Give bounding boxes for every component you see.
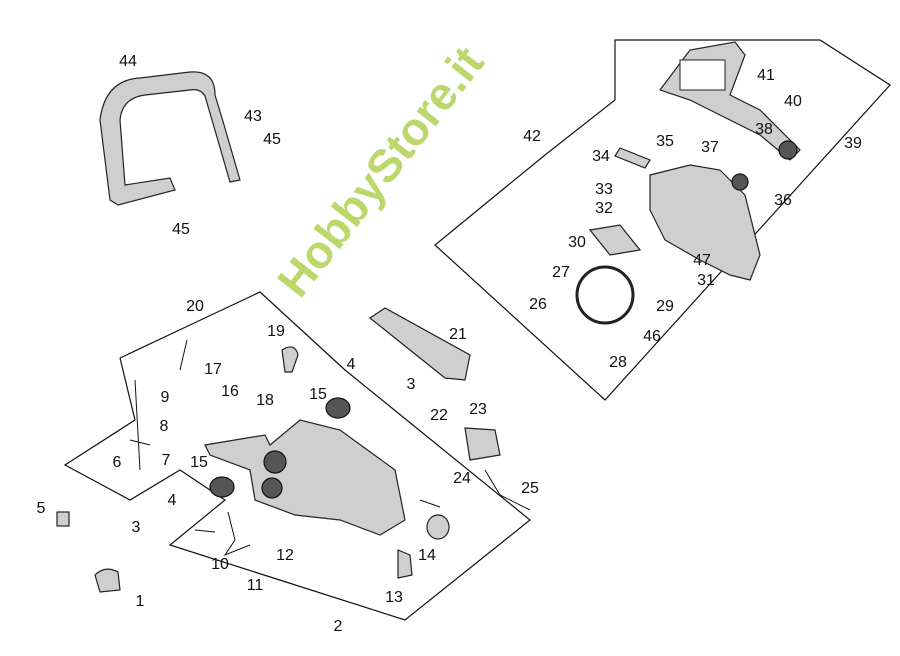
callout-27: 27 [552,264,570,281]
part-19 [281,346,299,373]
part-1 [94,568,121,593]
part-14 [426,514,450,540]
callout-38: 38 [755,121,773,138]
callout-35: 35 [656,133,674,150]
callout-13: 13 [385,589,403,606]
watermark: HobbyStore.it [267,37,494,307]
callout-19: 19 [267,323,285,340]
callout-7: 7 [162,452,171,469]
callout-14: 14 [418,547,436,564]
crankcase-hole-2 [261,477,283,499]
callout-11: 11 [247,577,264,594]
callout-23: 23 [469,401,487,418]
callout-36: 36 [774,192,792,209]
part-15-left [209,476,235,498]
callout-45: 45 [172,221,190,238]
callout-4: 4 [347,356,356,373]
callout-24: 24 [453,470,471,487]
callout-22: 22 [430,407,448,424]
handle-window [679,59,726,91]
bar-plate-part [368,307,471,381]
callout-15: 15 [309,386,327,403]
callout-17: 17 [204,361,222,378]
callout-6: 6 [113,454,122,471]
clutch-cover-part [649,164,761,281]
part-15-right [325,397,351,419]
callout-42: 42 [523,128,541,145]
callout-3: 3 [407,376,416,393]
callout-10: 10 [211,556,229,573]
callout-29: 29 [656,298,674,315]
spring-35 [614,147,651,169]
callout-31: 31 [697,272,715,289]
callout-44: 44 [119,53,137,70]
callout-26: 26 [529,296,547,313]
group-outline-20 [63,291,531,621]
callout-2: 2 [334,618,343,635]
crankcase-hole-1 [263,450,287,474]
callout-16: 16 [221,383,239,400]
callout-40: 40 [784,93,802,110]
group-outline-42 [434,39,891,401]
callout-4: 4 [168,492,177,509]
part-13 [397,549,413,579]
callout-41: 41 [757,67,775,84]
callout-45: 45 [263,131,281,148]
part-5 [56,511,70,527]
callout-43: 43 [244,108,262,125]
part-36 [731,173,749,191]
callout-9: 9 [161,389,170,406]
callout-46: 46 [643,328,661,345]
misc-small-parts [194,499,441,557]
plate-30 [588,224,642,256]
part-38-pivot [778,140,798,160]
callout-3: 3 [132,519,141,536]
callout-34: 34 [592,148,610,165]
hoses-and-rods [129,339,531,511]
callout-28: 28 [609,354,627,371]
callout-5: 5 [37,500,46,517]
callout-37: 37 [701,139,719,156]
callout-8: 8 [160,418,169,435]
callout-20: 20 [186,298,204,315]
brake-band-part [575,265,635,325]
callout-25: 25 [521,480,539,497]
callout-1: 1 [136,593,145,610]
callout-12: 12 [276,547,294,564]
part-23 [464,427,501,461]
front-handle-part [99,71,241,206]
callout-30: 30 [568,234,586,251]
callout-21: 21 [449,326,467,343]
callout-18: 18 [256,392,274,409]
callout-15: 15 [190,454,208,471]
callout-33: 33 [595,181,613,198]
callout-47: 47 [693,252,711,269]
callout-32: 32 [595,200,613,217]
crankcase-part [204,419,406,536]
callout-39: 39 [844,135,862,152]
